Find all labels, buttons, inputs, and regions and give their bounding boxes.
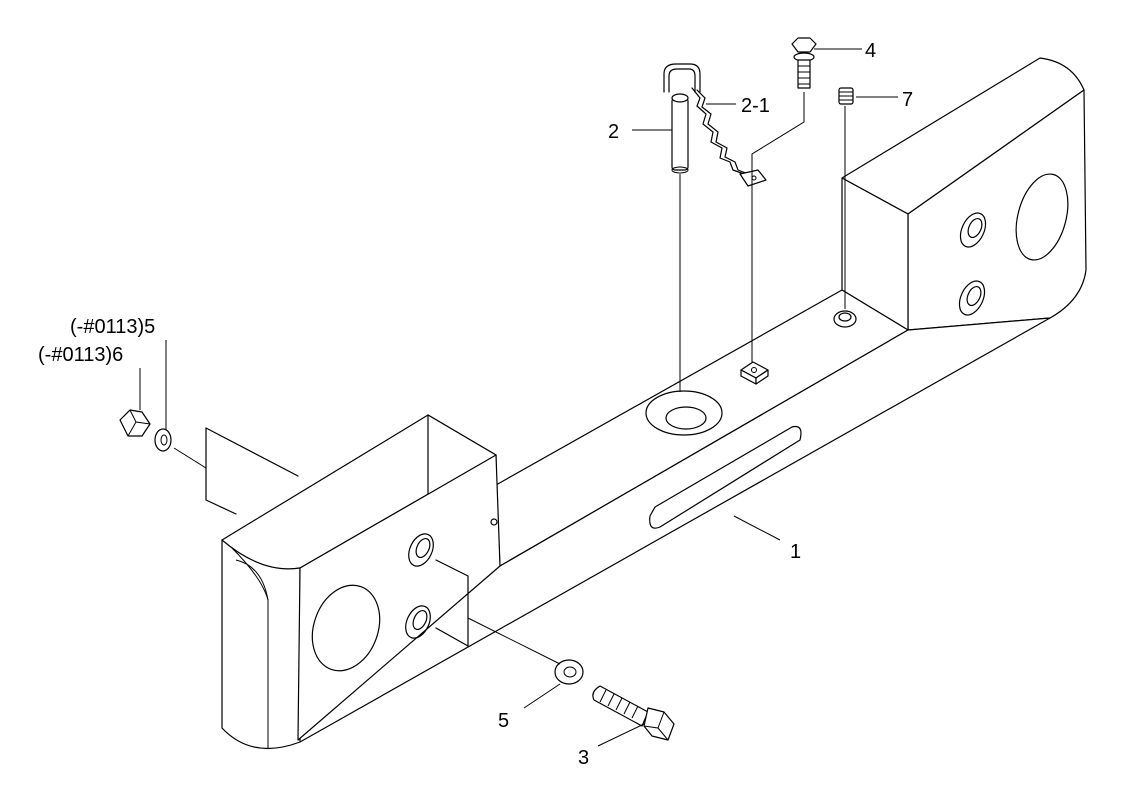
set-screw [838, 87, 854, 105]
bracket-outline-left [205, 427, 299, 515]
bracket-outline-front [435, 559, 469, 647]
callout-5-serial: (-#0113)5 [70, 316, 155, 338]
leader-lines [139, 48, 898, 747]
callout-4: 4 [865, 40, 876, 62]
callout-6-serial: (-#0113)6 [38, 344, 123, 366]
hex-bolt [592, 685, 675, 741]
washer-bottom [554, 659, 584, 685]
grease-hole [833, 310, 857, 328]
callout-3: 3 [578, 747, 589, 769]
hitch-pin [663, 63, 701, 174]
callout-2: 2 [608, 121, 619, 143]
callout-7: 7 [902, 89, 913, 111]
chain-bolt [791, 37, 817, 89]
front-large-hole [311, 584, 381, 672]
rear-large-hole [1015, 173, 1069, 261]
callout-1: 1 [790, 541, 801, 563]
washer-left [154, 428, 172, 452]
square-nut [740, 361, 769, 385]
front-bolt-holes [405, 533, 434, 639]
small-fitting [490, 518, 498, 526]
pin-hole [645, 390, 723, 436]
rear-bolt-holes [958, 212, 987, 316]
lifting-slot [649, 425, 802, 529]
nut-left [119, 409, 151, 437]
callout-2-1: 2-1 [741, 95, 770, 117]
counterweight-body [221, 57, 1087, 749]
callout-5-bottom: 5 [498, 710, 509, 732]
